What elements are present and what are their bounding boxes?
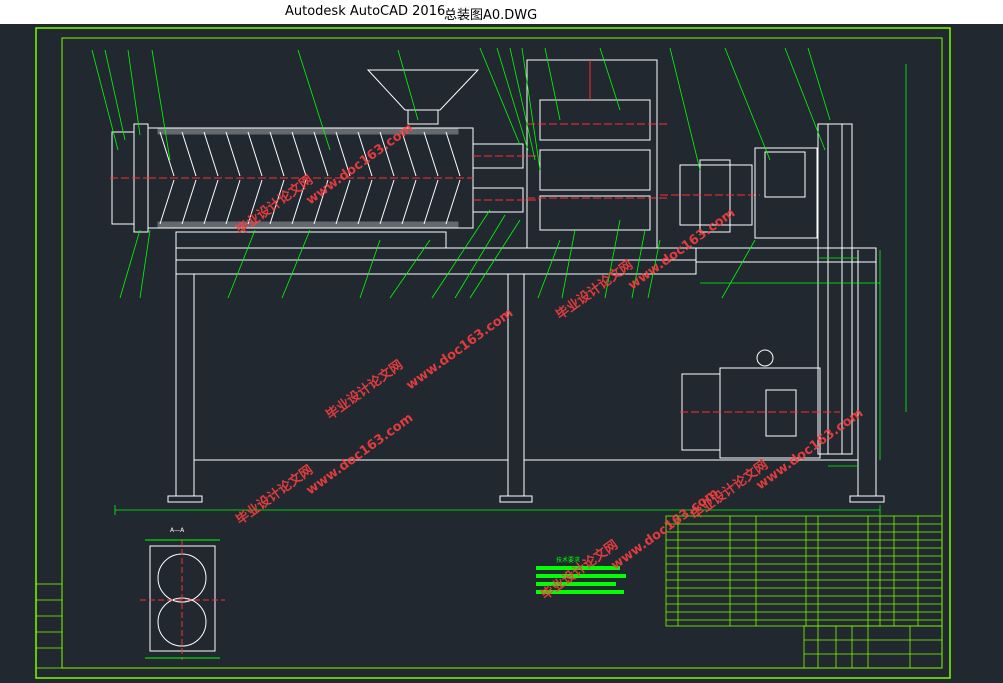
leader-line [389,239,431,299]
screw-flight [401,131,417,177]
screw-flight [203,131,219,177]
drawing-canvas[interactable]: A—A 技术要求 毕业设计论文网www.doc163.com毕业设计论文网www… [0,24,1003,683]
reducer [754,123,853,455]
tech-requirements: 技术要求 [536,556,626,594]
title-bar: Autodesk AutoCAD 2016 总装图A0.DWG [0,0,1003,24]
screw-flight [401,179,417,225]
coupling [660,159,760,233]
side-title-block [35,583,63,669]
leader-line [509,47,536,161]
watermark-text: www.doc163.com [754,406,867,494]
file-name: 总装图A0.DWG [444,8,538,23]
screw-flight [423,179,439,225]
motor [680,349,840,459]
screw-flight [291,131,307,177]
leader-line [521,47,541,171]
screw-flight [357,179,373,225]
leader-line [359,239,381,299]
watermark-text: 毕业设计论文网 [688,457,771,523]
parts-list [665,515,943,669]
gearbox [526,59,667,249]
leader-line [297,49,331,151]
screw-flight [225,179,241,225]
leader-line [631,229,646,299]
inner-frame [61,37,943,669]
screw-flight [203,179,219,225]
leader-line [151,49,171,161]
screw-flight [269,179,285,225]
leader-line [599,47,621,111]
leader-line [647,239,661,299]
watermark-text: www.doc163.com [404,306,517,394]
leader-line [431,209,491,299]
leader-line [91,49,119,151]
screw-flight [181,131,197,177]
section-view [140,539,225,660]
screw-flight [313,179,329,225]
dimension-lines [114,64,907,515]
leader-line [669,47,701,171]
leader-line [544,47,561,121]
leader-line [807,47,831,121]
leader-line [454,214,506,299]
shaft-couplings [472,143,540,213]
leader-line [127,49,141,136]
screw-flight [159,179,175,225]
screw-flight [247,131,263,177]
app-title: Autodesk AutoCAD 2016 [285,4,446,19]
screw-flight [423,131,439,177]
leader-line [496,47,529,151]
feed-hopper [366,69,480,125]
screw-flight [335,131,351,177]
screw-flight [445,179,461,225]
screw-flight [159,131,175,177]
leader-line [469,219,521,299]
leader-line [479,47,521,146]
leader-line [227,229,256,299]
leader-line [724,47,771,161]
leader-line [139,229,151,299]
watermark-text: www.doc163.com [304,411,417,499]
leader-line [784,47,826,151]
screw-flight [357,131,373,177]
leader-line [721,239,756,299]
screw-flight [269,131,285,177]
leader-line [119,229,141,299]
watermark-text: 毕业设计论文网 [233,462,316,528]
support-frame [167,231,885,503]
leader-line [104,49,126,141]
watermark-text: 毕业设计论文网 [553,257,636,323]
screw-flight [445,131,461,177]
leader-line [561,229,576,299]
screw-flight [291,179,307,225]
screw-flight [181,179,197,225]
screw-flight [225,131,241,177]
leader-line [397,49,419,121]
section-label: A—A [170,527,185,534]
screw-barrel [110,123,474,233]
leader-lines [91,47,831,299]
screw-flight [335,179,351,225]
leader-line [604,219,621,299]
outer-frame [35,27,951,679]
watermark-layer: 毕业设计论文网www.doc163.com毕业设计论文网www.doc163.c… [233,121,866,604]
svg-text:技术要求: 技术要求 [556,556,580,564]
leader-line [537,239,561,299]
screw-flight [379,131,395,177]
screw-flight [379,179,395,225]
watermark-text: 毕业设计论文网 [323,357,406,423]
leader-line [281,229,311,299]
watermark-text: www.doc163.com [626,206,739,294]
screw-flight [247,179,263,225]
screw-flight [313,131,329,177]
